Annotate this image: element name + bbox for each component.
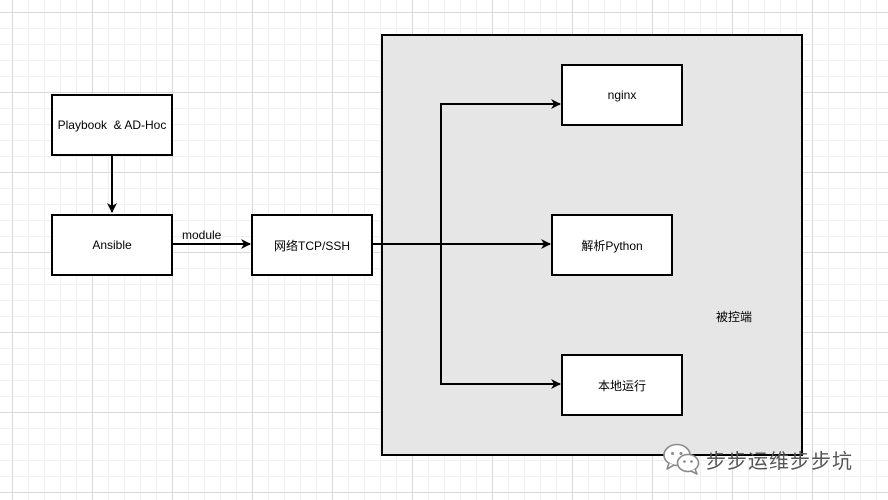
edge-label-module: module	[182, 228, 222, 242]
edge-network-to-nginx	[372, 99, 561, 245]
node-nginx[interactable]: nginx	[561, 64, 683, 126]
wechat-icon	[663, 443, 700, 475]
node-ansible[interactable]: Ansible	[51, 214, 173, 276]
watermark-text: 步步运维步步坑	[706, 448, 853, 473]
watermark: 步步运维步步坑	[662, 442, 853, 476]
node-playbook[interactable]: Playbook & AD-Hoc	[51, 94, 173, 156]
edge-network-to-local-run	[440, 244, 561, 389]
node-local-run[interactable]: 本地运行	[561, 354, 683, 416]
node-parse-python[interactable]: 解析Python	[551, 214, 673, 276]
node-network[interactable]: 网络TCP/SSH	[251, 214, 373, 276]
container-label: 被控端	[716, 310, 753, 324]
